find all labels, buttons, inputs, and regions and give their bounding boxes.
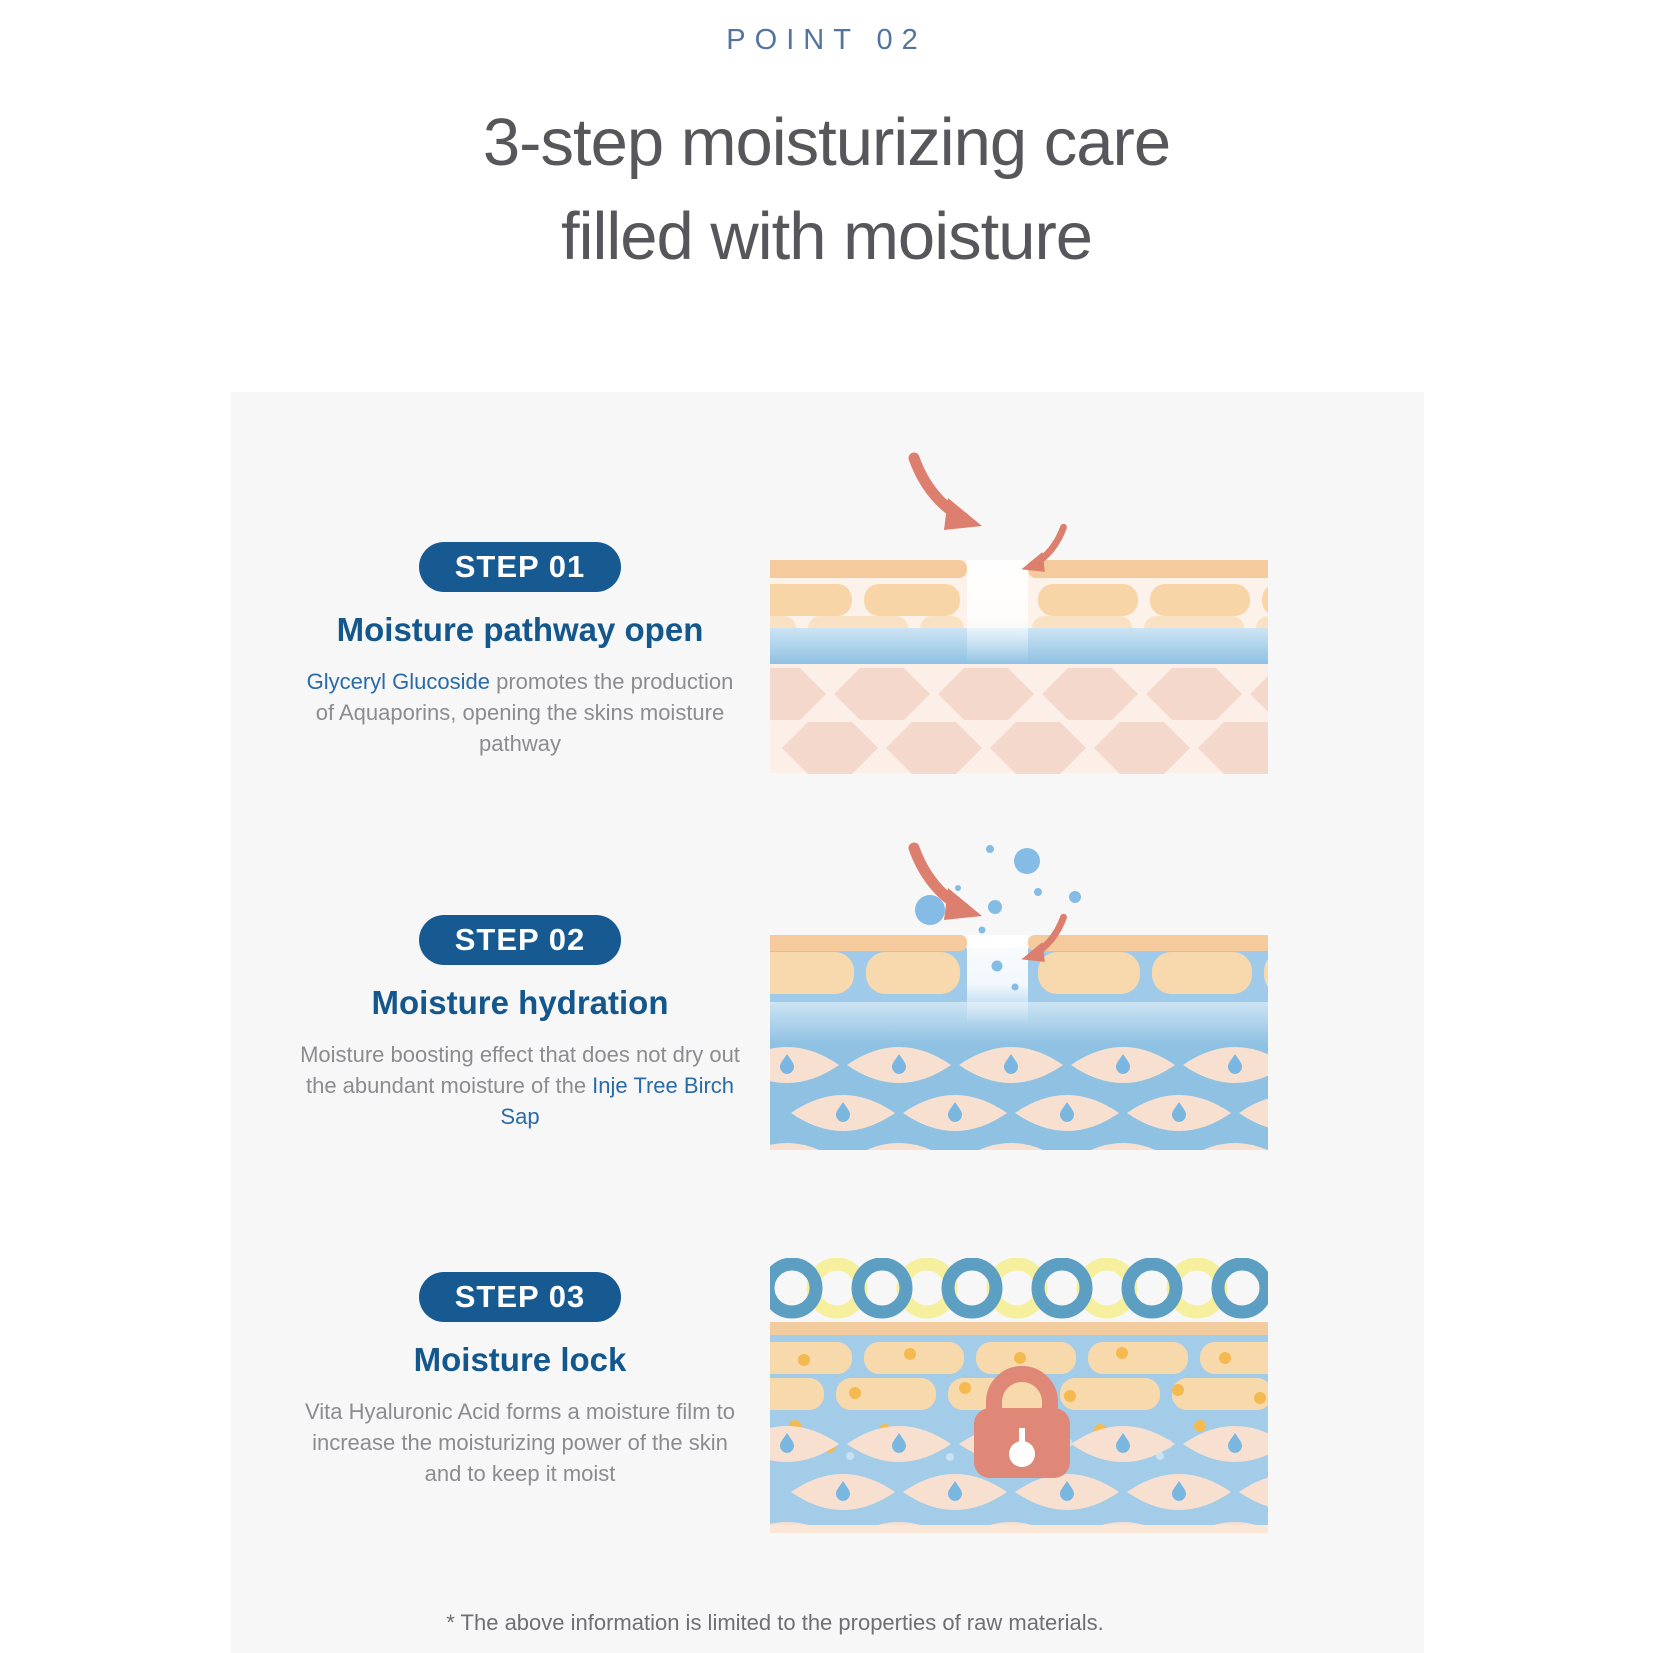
stratum-corneum-strip	[770, 935, 1268, 951]
step-1-illustration	[770, 450, 1268, 780]
step-1-badge: STEP 01	[418, 542, 622, 592]
step-2-illustration	[770, 840, 1268, 1150]
moisture-film-rings	[770, 1264, 1266, 1312]
step-1-section: STEP 01 Moisture pathway open Glyceryl G…	[290, 542, 750, 759]
stratum-corneum-strip	[770, 1322, 1268, 1335]
moisture-channel	[967, 560, 1028, 664]
lock-icon	[974, 1366, 1070, 1478]
content-card: STEP 01 Moisture pathway open Glyceryl G…	[231, 392, 1424, 1653]
step-1-description: Glyceryl Glucoside promotes the producti…	[300, 666, 740, 759]
step-2-section: STEP 02 Moisture hydration Moisture boos…	[290, 915, 750, 1132]
arrow-icon	[914, 458, 982, 530]
step-3-description: Vita Hyaluronic Acid forms a moisture fi…	[300, 1396, 740, 1489]
step-3-subtitle: Moisture lock	[413, 1341, 627, 1378]
disclaimer: * The above information is limited to th…	[446, 1610, 1104, 1635]
step-2-badge: STEP 02	[418, 915, 622, 965]
skin-diagram-hydration	[770, 840, 1268, 1150]
step-3-body-pre: Vita Hyaluronic Acid forms a moisture fi…	[305, 1399, 735, 1486]
step-2-subtitle: Moisture hydration	[371, 984, 669, 1021]
page-title: 3-step moisturizing care filled with mois…	[0, 96, 1653, 284]
skin-cells-upper-row	[770, 584, 1268, 616]
skin-diagram-open-pathway	[770, 450, 1268, 774]
title-line-2: filled with moisture	[560, 199, 1093, 274]
title-line-1: 3-step moisturizing care	[482, 105, 1171, 180]
step-2-ingredient: Inje Tree Birch Sap	[500, 1073, 735, 1129]
step-1-subtitle: Moisture pathway open	[336, 611, 704, 648]
moisture-droplets	[915, 845, 1081, 991]
step-2-description: Moisture boosting effect that does not d…	[300, 1039, 740, 1132]
step-2-body-pre: Moisture boosting effect that does not d…	[300, 1042, 740, 1098]
moisture-channel	[967, 935, 1028, 1027]
step-3-badge: STEP 03	[418, 1272, 622, 1322]
step-1-body-post: promotes the production of Aquaporins, o…	[315, 669, 734, 756]
skin-cells-row	[770, 952, 1268, 994]
step-3-section: STEP 03 Moisture lock Vita Hyaluronic Ac…	[290, 1272, 750, 1489]
point-label: POINT 02	[726, 24, 927, 56]
stratum-corneum-strip	[770, 560, 1268, 578]
step-3-illustration	[770, 1258, 1268, 1533]
step-1-ingredient: Glyceryl Glucoside	[306, 669, 490, 694]
skin-diagram-moisture-lock	[770, 1258, 1268, 1533]
